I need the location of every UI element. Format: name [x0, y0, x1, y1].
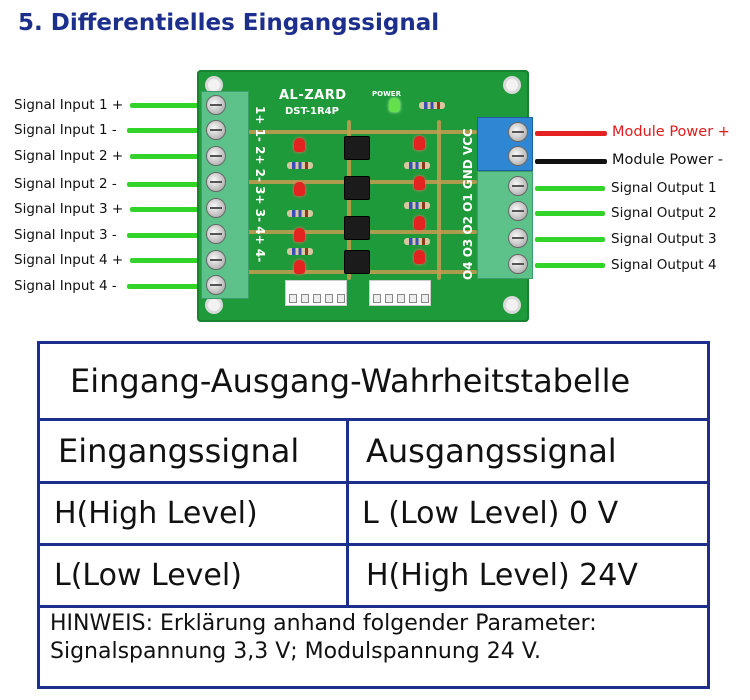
- board-illustration: Signal Input 1 + Signal Input 1 - Signal…: [0, 55, 750, 330]
- output-silk: O4 O3 O2 O1 GND VCC: [461, 128, 475, 280]
- output-led-4: [414, 250, 425, 264]
- board-model: DST-1R4P: [285, 106, 339, 117]
- output-terminal-block: [477, 171, 533, 279]
- output-resistor-2: [404, 202, 430, 209]
- input-label-1-minus: Signal Input 1 -: [14, 122, 117, 138]
- input-wire-2-minus: [127, 182, 210, 187]
- power-plus-label: Module Power +: [612, 124, 730, 140]
- output-wire-2: [535, 211, 605, 216]
- power-led: [389, 98, 400, 112]
- input-wire-3-plus: [130, 207, 210, 212]
- truth-table-title: Eingang-Ausgang-Wahrheitstabelle: [70, 362, 631, 400]
- dip-switch-input: [285, 280, 347, 306]
- output-resistor-3: [404, 238, 430, 245]
- output-label-3: Signal Output 3: [611, 231, 717, 247]
- mount-hole-bottom-right: [503, 296, 521, 314]
- input-label-1-plus: Signal Input 1 +: [14, 97, 124, 113]
- optocoupler-1: [344, 136, 370, 160]
- dip-switch-output: [369, 280, 431, 306]
- optocoupler-2: [344, 176, 370, 200]
- truth-table-note: HINWEIS: Erklärung anhand folgender Para…: [50, 610, 701, 666]
- input-wire-4-minus: [127, 284, 210, 289]
- input-wire-4-plus: [130, 258, 210, 263]
- table-row: L(Low Level) H(High Level) 24V: [40, 546, 707, 608]
- input-wire-1-plus: [130, 103, 210, 108]
- input-label-4-plus: Signal Input 4 +: [14, 252, 124, 268]
- power-plus-wire: [535, 131, 607, 136]
- output-wire-1: [535, 186, 605, 191]
- board-brand: AL-ZARD: [279, 88, 347, 103]
- output-led-2: [414, 176, 425, 190]
- row-2-output: H(High Level) 24V: [366, 558, 638, 593]
- optocoupler-4: [344, 250, 370, 274]
- truth-table-title-row: Eingang-Ausgang-Wahrheitstabelle: [40, 344, 707, 421]
- input-wire-1-minus: [127, 128, 210, 133]
- input-resistor-2: [287, 210, 313, 217]
- output-label-1: Signal Output 1: [611, 180, 717, 196]
- input-led-3: [294, 228, 305, 242]
- input-wire-3-minus: [127, 233, 210, 238]
- power-minus-wire: [535, 159, 607, 164]
- power-minus-label: Module Power -: [612, 152, 724, 168]
- power-silk: POWER: [372, 90, 401, 98]
- header-input-signal: Eingangssignal: [58, 432, 300, 470]
- output-led-3: [414, 216, 425, 230]
- input-label-2-plus: Signal Input 2 +: [14, 148, 124, 164]
- note-line-2: Signalspannung 3,3 V; Modulspannung 24 V…: [50, 639, 541, 664]
- pcb-board: AL-ZARD DST-1R4P POWER 1+ 1- 2+ 2- 3+ 3-…: [197, 70, 529, 322]
- mount-hole-top-right: [503, 76, 521, 94]
- input-label-4-minus: Signal Input 4 -: [14, 278, 117, 294]
- input-wire-2-plus: [130, 154, 210, 159]
- output-resistor-1: [404, 162, 430, 169]
- output-wire-3: [535, 237, 605, 242]
- truth-table-header-row: Eingangssignal Ausgangssignal: [40, 421, 707, 484]
- input-led-4: [294, 260, 305, 274]
- page-title: 5. Differentielles Eingangssignal: [18, 10, 440, 36]
- input-terminal-block: [201, 91, 249, 299]
- input-label-2-minus: Signal Input 2 -: [14, 176, 117, 192]
- power-terminal-block: [477, 117, 533, 171]
- truth-table: Eingang-Ausgang-Wahrheitstabelle Eingang…: [37, 341, 710, 689]
- header-output-signal: Ausgangssignal: [366, 432, 617, 470]
- optocoupler-3: [344, 216, 370, 240]
- row-1-output: L (Low Level) 0 V: [362, 496, 619, 531]
- input-label-3-plus: Signal Input 3 +: [14, 201, 124, 217]
- row-1-input: H(High Level): [54, 496, 258, 531]
- power-resistor: [419, 102, 445, 109]
- output-label-4: Signal Output 4: [611, 257, 717, 273]
- output-led-1: [414, 136, 425, 150]
- note-line-1: HINWEIS: Erklärung anhand folgender Para…: [50, 611, 597, 636]
- table-row: H(High Level) L (Low Level) 0 V: [40, 484, 707, 546]
- input-led-1: [294, 138, 305, 152]
- output-label-2: Signal Output 2: [611, 205, 717, 221]
- input-silk: 1+ 1- 2+ 2- 3+ 3- 4+ 4-: [253, 106, 267, 263]
- input-led-2: [294, 182, 305, 196]
- input-resistor-1: [287, 162, 313, 169]
- row-2-input: L(Low Level): [54, 558, 242, 593]
- input-label-3-minus: Signal Input 3 -: [14, 227, 117, 243]
- input-resistor-3: [287, 248, 313, 255]
- output-wire-4: [535, 263, 605, 268]
